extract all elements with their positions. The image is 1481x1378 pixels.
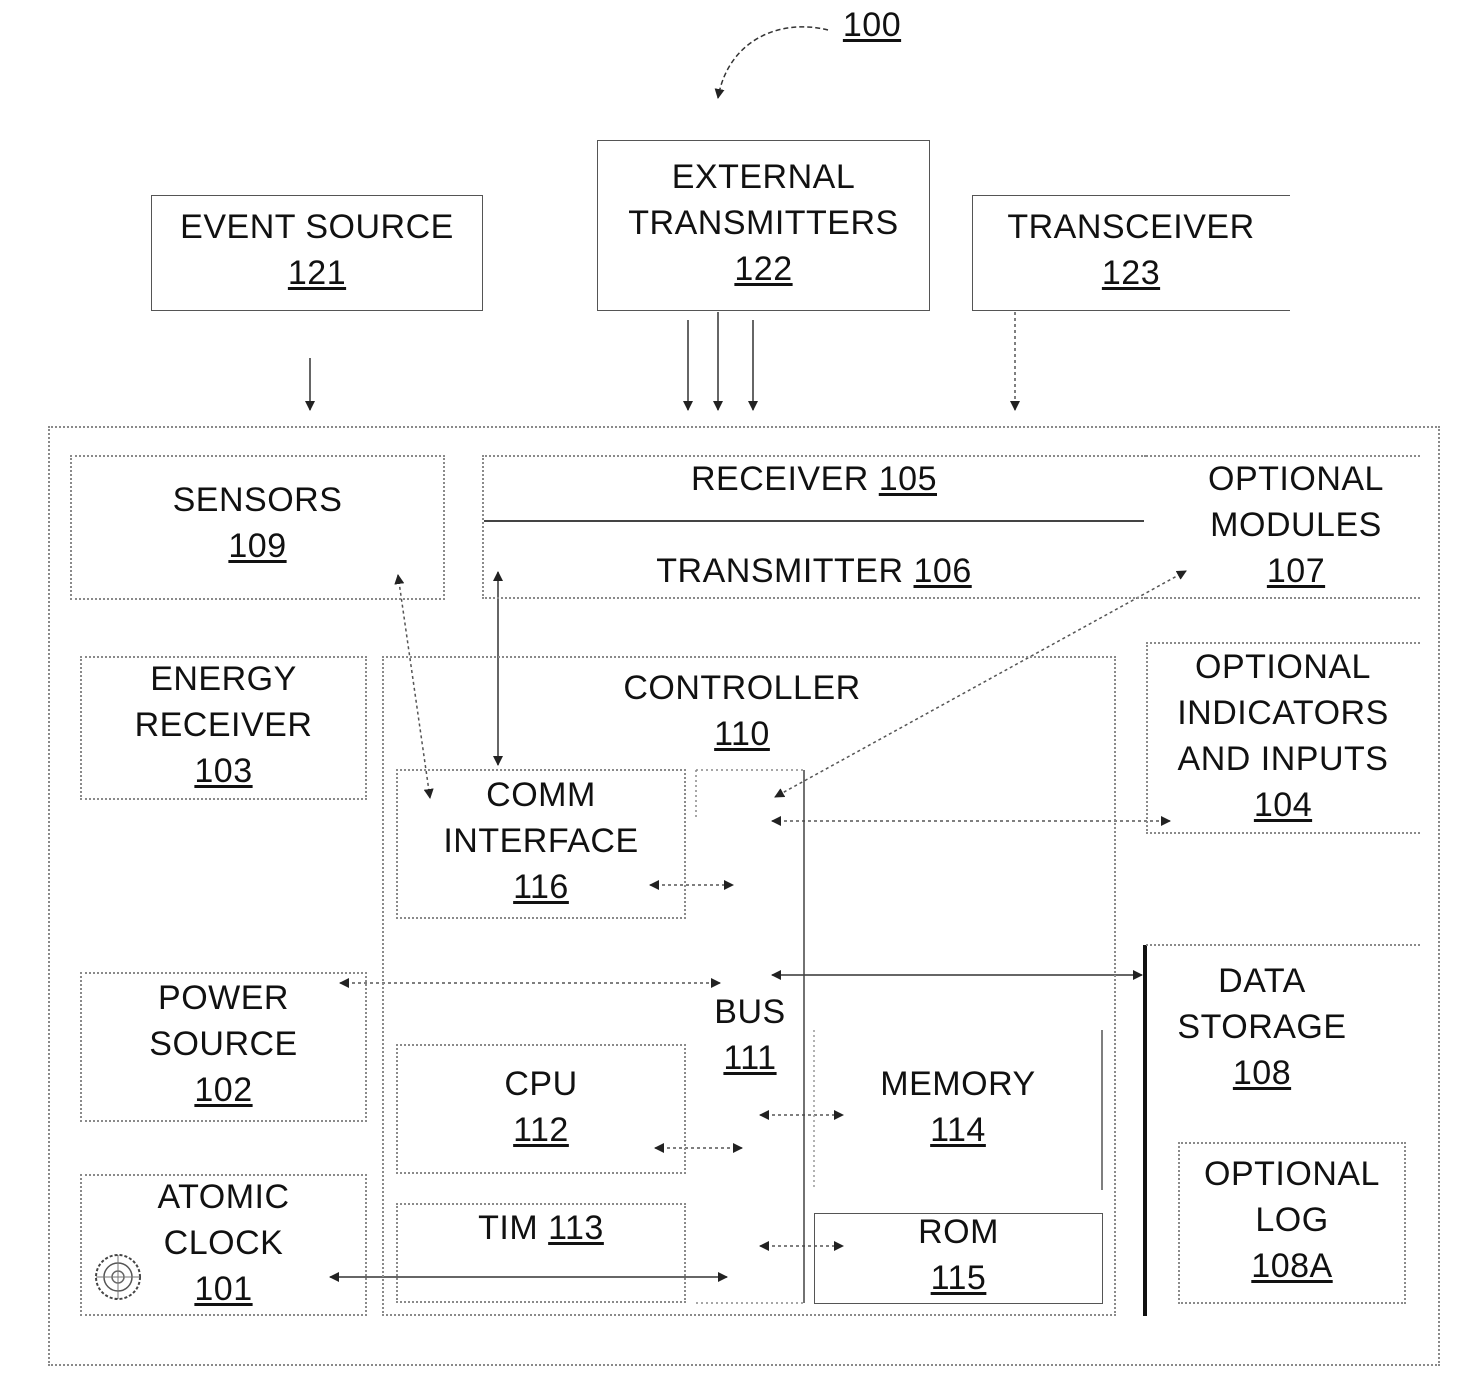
- atomic-clock-label: ATOMIC CLOCK 101: [80, 1174, 367, 1312]
- optional-log-label: OPTIONAL LOG 108A: [1178, 1151, 1406, 1289]
- optional-indicators-label: OPTIONAL INDICATORS AND INPUTS 104: [1146, 644, 1420, 828]
- data-storage-label: DATA STORAGE 108: [1146, 958, 1378, 1096]
- transceiver-label: TRANSCEIVER 123: [972, 204, 1290, 296]
- bus-label: BUS 111: [700, 989, 800, 1081]
- rom-label: ROM 115: [814, 1209, 1103, 1301]
- figure-ref-arrow: [718, 27, 828, 98]
- energy-receiver-label: ENERGY RECEIVER 103: [80, 656, 367, 794]
- controller-label: CONTROLLER 110: [382, 665, 1102, 757]
- receiver-label: RECEIVER 105: [482, 456, 1146, 502]
- sensors-label: SENSORS 109: [70, 477, 445, 569]
- figure-ref-label: 100: [832, 2, 912, 48]
- power-source-label: POWER SOURCE 102: [80, 975, 367, 1113]
- event-source-label: EVENT SOURCE 121: [151, 204, 483, 296]
- transmitter-label: TRANSMITTER 106: [482, 548, 1146, 594]
- receiver-transmitter-divider: [484, 520, 1144, 522]
- cpu-label: CPU 112: [396, 1061, 686, 1153]
- tim-label: TIM 113: [396, 1205, 686, 1251]
- external-transmitters-label: EXTERNAL TRANSMITTERS 122: [597, 154, 930, 292]
- comm-interface-label: COMM INTERFACE 116: [396, 772, 686, 910]
- memory-label: MEMORY 114: [814, 1061, 1102, 1153]
- optional-modules-label: OPTIONAL MODULES 107: [1160, 456, 1432, 594]
